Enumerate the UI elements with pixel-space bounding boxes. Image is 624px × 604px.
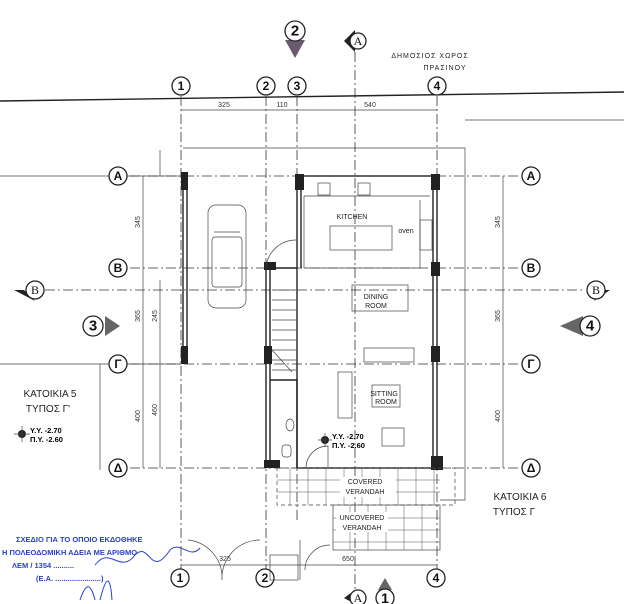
dimensions-left: 345 365 400 245 460	[135, 176, 161, 468]
plot-boundary	[183, 147, 466, 501]
svg-text:2: 2	[291, 23, 299, 40]
section-b-marker-left: B	[14, 280, 45, 301]
svg-text:Β: Β	[527, 261, 536, 275]
svg-text:110: 110	[276, 102, 287, 109]
public-space-label: ΔΗΜΟΣΙΟΣ ΧΩΡΟΣ	[391, 53, 468, 60]
property-line	[0, 91, 624, 102]
level-marker-house: Υ.Υ. -2.70 Π.Υ. -2.60	[318, 432, 365, 450]
svg-text:400: 400	[495, 410, 502, 422]
svg-text:Β: Β	[114, 261, 123, 275]
section-marker-4: 4	[560, 315, 601, 337]
svg-text:ROOM: ROOM	[365, 303, 387, 310]
svg-text:345: 345	[135, 216, 142, 228]
neighbor-right-label: ΚΑΤΟΙΚΙΑ 6	[494, 492, 547, 503]
svg-text:Π.Υ. -2.60: Π.Υ. -2.60	[30, 435, 63, 444]
svg-text:VERANDAH: VERANDAH	[343, 525, 382, 532]
svg-text:B: B	[592, 283, 600, 297]
svg-text:650: 650	[342, 556, 354, 563]
svg-text:Η ΠΟΛΕΟΔΟΜΙΚΗ ΑΔΕΙΑ ΜΕ ΑΡΙΘΜΟ: Η ΠΟΛΕΟΔΟΜΙΚΗ ΑΔΕΙΑ ΜΕ ΑΡΙΘΜΟ	[2, 548, 137, 557]
svg-text:365: 365	[495, 310, 502, 322]
dimensions-right: 345 365 400	[495, 176, 504, 468]
svg-text:Α: Α	[527, 169, 536, 183]
svg-text:4: 4	[433, 571, 440, 585]
section-a-marker-top: A	[344, 30, 367, 52]
svg-text:B: B	[31, 283, 39, 297]
svg-text:2: 2	[262, 571, 269, 585]
svg-text:245: 245	[152, 310, 159, 322]
svg-text:UNCOVERED: UNCOVERED	[340, 515, 385, 522]
signature	[79, 546, 201, 601]
gates	[187, 539, 331, 581]
section-b-marker-right: B	[586, 280, 610, 301]
svg-text:460: 460	[152, 404, 159, 416]
column-bubbles-top: 1 2 3 4	[171, 76, 447, 96]
svg-text:540: 540	[364, 102, 376, 109]
car-icon	[207, 204, 247, 309]
svg-text:oven: oven	[398, 228, 413, 235]
svg-text:Π.Υ. -2.60: Π.Υ. -2.60	[332, 441, 365, 450]
svg-text:(Ε.Α. ......................): (Ε.Α. ......................)	[36, 574, 104, 583]
kitchen: KITCHEN oven	[303, 182, 433, 269]
svg-text:325: 325	[219, 556, 231, 563]
neighbor-right-type: ΤΥΠΟΣ Γ	[493, 507, 536, 518]
svg-text:Γ: Γ	[114, 357, 122, 371]
svg-text:400: 400	[135, 410, 142, 422]
public-space-label-2: ΠΡΑΣΙΝΟΥ	[423, 65, 466, 72]
svg-text:4: 4	[586, 318, 595, 335]
section-marker-1: 1	[375, 578, 395, 604]
level-marker-neighbor: Υ.Υ. -2.70 Π.Υ. -2.60	[14, 426, 63, 444]
house-walls	[264, 174, 443, 470]
svg-text:3: 3	[294, 79, 301, 93]
section-marker-3: 3	[82, 315, 120, 337]
dimensions-top: 325 110 540	[181, 102, 437, 111]
carport-outline	[182, 176, 188, 364]
svg-text:2: 2	[263, 79, 270, 93]
svg-text:ΛΕΜ / 1354 ..........: ΛΕΜ / 1354 ..........	[12, 561, 74, 570]
neighbor-left-label: ΚΑΤΟΙΚΙΑ 5	[24, 389, 77, 400]
column-bubbles-bottom: 1 2 4	[170, 568, 446, 588]
section-marker-2: 2	[284, 20, 306, 58]
svg-text:325: 325	[218, 102, 230, 109]
svg-text:3: 3	[89, 318, 97, 335]
sitting-room: SITTING ROOM	[337, 347, 415, 447]
svg-text:Α: Α	[114, 169, 123, 183]
wc	[281, 418, 295, 458]
svg-text:ΣΧΕΔΙΟ ΓΙΑ ΤΟ ΟΠΟΙΟ ΕΚΔΟΘΗΚΕ: ΣΧΕΔΙΟ ΓΙΑ ΤΟ ΟΠΟΙΟ ΕΚΔΟΘΗΚΕ	[16, 535, 143, 544]
permit-stamp: ΣΧΕΔΙΟ ΓΙΑ ΤΟ ΟΠΟΙΟ ΕΚΔΟΘΗΚΕ Η ΠΟΛΕΟΔΟΜΙ…	[2, 535, 201, 601]
row-bubbles-left: Α Β Γ Δ	[108, 166, 128, 478]
svg-text:A: A	[354, 34, 363, 48]
svg-text:1: 1	[177, 571, 184, 585]
svg-text:SITTING: SITTING	[370, 391, 398, 398]
svg-text:Υ.Υ. -2.70: Υ.Υ. -2.70	[30, 426, 62, 435]
svg-text:365: 365	[135, 310, 142, 322]
svg-text:1: 1	[381, 590, 389, 604]
svg-text:ROOM: ROOM	[375, 399, 397, 406]
svg-text:COVERED: COVERED	[348, 479, 383, 486]
uncovered-verandah: UNCOVERED VERANDAH	[332, 504, 441, 551]
svg-text:Δ: Δ	[114, 461, 123, 475]
section-a-marker-bottom: A	[344, 589, 367, 604]
covered-verandah: COVERED VERANDAH	[276, 467, 456, 506]
dimensions-bottom: 325 650	[181, 556, 437, 566]
svg-text:Γ: Γ	[527, 357, 535, 371]
svg-text:A: A	[354, 591, 363, 604]
dining-table: DINING ROOM	[351, 284, 409, 312]
staircase	[271, 289, 296, 373]
svg-text:345: 345	[495, 216, 502, 228]
neighbor-boundary-left	[0, 150, 181, 470]
row-bubbles-right: Α Β Γ Δ	[521, 166, 541, 478]
svg-text:Υ.Υ. -2.70: Υ.Υ. -2.70	[332, 432, 364, 441]
svg-text:Δ: Δ	[527, 461, 536, 475]
svg-text:4: 4	[434, 79, 441, 93]
svg-text:1: 1	[178, 79, 185, 93]
svg-text:VERANDAH: VERANDAH	[346, 489, 385, 496]
svg-text:DINING: DINING	[364, 294, 389, 301]
svg-text:KITCHEN: KITCHEN	[337, 214, 368, 221]
neighbor-left-type: ΤΥΠΟΣ Γ'	[26, 404, 70, 415]
